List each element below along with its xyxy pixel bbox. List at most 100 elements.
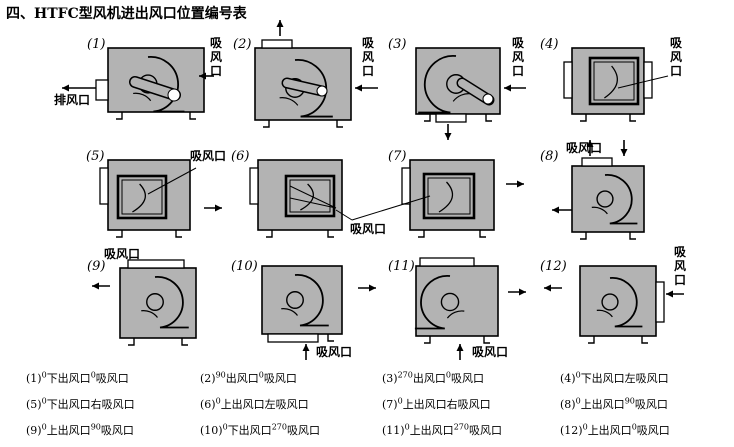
- legend-mid: 上出风口右吸风口: [402, 398, 491, 411]
- legend-prefix: (4): [560, 372, 576, 385]
- outlet-flange: [261, 39, 293, 49]
- airflow-arrow: [586, 140, 594, 156]
- legend-a: 90: [215, 370, 226, 380]
- leader-line: [351, 195, 431, 221]
- legend-prefix: (12): [560, 424, 583, 437]
- legend-b: 0: [258, 370, 264, 380]
- airflow-arrow: [62, 84, 96, 92]
- inlet-frame: [588, 56, 640, 106]
- inlet-frame: [116, 174, 168, 220]
- unit-number: (11): [388, 259, 415, 274]
- outlet-flange: [655, 281, 665, 323]
- unit-number: (1): [87, 37, 105, 52]
- airflow-arrow: [620, 140, 628, 156]
- svg-text:风: 风: [512, 50, 524, 64]
- motor-pulley: [316, 85, 328, 97]
- svg-text:口: 口: [512, 64, 524, 78]
- legend-item: (12)0上出风口0吸风口: [560, 422, 670, 438]
- legend-mid: 下出风口: [46, 372, 91, 385]
- airflow-arrow: [276, 20, 284, 36]
- fan-housing: [571, 165, 645, 233]
- legend-mid: 上出风口: [587, 424, 632, 437]
- label-suction: 吸风口: [350, 222, 386, 236]
- legend-b: 0: [631, 422, 637, 432]
- mounting-feet: [580, 114, 636, 122]
- legend-item: (8)0上出风口90吸风口: [560, 396, 668, 412]
- fan-housing: [261, 265, 343, 335]
- svg-text:口: 口: [670, 64, 682, 78]
- legend-item: (2)90出风口0吸风口: [200, 370, 297, 386]
- airflow-arrow: [199, 72, 214, 80]
- legend-a: 0: [404, 422, 410, 432]
- svg-text:风: 风: [670, 50, 682, 64]
- fan-unit-10: 吸风口(10): [231, 259, 376, 360]
- legend-prefix: (2): [200, 372, 216, 385]
- outlet-flange: [127, 259, 185, 269]
- unit-number: (2): [233, 37, 251, 52]
- svg-text:吸: 吸: [670, 36, 683, 50]
- airflow-arrow: [358, 284, 376, 292]
- volute-scroll: [609, 277, 643, 328]
- legend-a: 0: [41, 370, 47, 380]
- legend-item: (3)270出风口0吸风口: [382, 370, 484, 386]
- legend-b: 90: [90, 422, 101, 432]
- legend-mid: 下出风口右吸风口: [46, 398, 135, 411]
- legend-end: 吸风口: [100, 424, 134, 437]
- rotation-arc: [133, 92, 152, 102]
- label-suction: 吸风口: [104, 247, 140, 261]
- svg-text:吸: 吸: [674, 245, 687, 259]
- label-suction: 吸风口: [512, 36, 525, 78]
- fan-unit-9: 吸风口(9): [87, 247, 197, 346]
- mounting-feet: [580, 232, 636, 240]
- airflow-arrow: [506, 180, 524, 188]
- svg-text:风: 风: [210, 50, 222, 64]
- inlet-frame: [422, 172, 476, 220]
- svg-text:口: 口: [362, 64, 374, 78]
- motor-pulley: [167, 88, 181, 102]
- fan-unit-8: 吸风口(8): [540, 140, 645, 240]
- rotation-arc: [279, 97, 299, 106]
- legend-mid: 上出风口: [580, 398, 625, 411]
- legend-prefix: (5): [26, 398, 42, 411]
- motor-pulley: [482, 93, 494, 105]
- fan-unit-2: 吸风口(2): [233, 20, 378, 128]
- legend-b: 90: [624, 396, 635, 406]
- mounting-feet: [263, 120, 343, 128]
- legend-prefix: (9): [26, 424, 42, 437]
- legend-prefix: (11): [382, 424, 405, 437]
- volute-scroll: [414, 275, 451, 330]
- legend-item: (4)0下出风口左吸风口: [560, 370, 669, 386]
- outlet-flange: [435, 113, 467, 123]
- legend-end: 吸风口: [263, 372, 297, 385]
- mounting-feet: [128, 338, 188, 346]
- outlet-flange: [581, 157, 613, 167]
- fan-unit-12: 吸风口(12): [540, 245, 687, 344]
- legend-mid: 上出风口左吸风口: [220, 398, 309, 411]
- legend-prefix: (1): [26, 372, 42, 385]
- volute-scroll: [604, 174, 638, 225]
- svg-text:口: 口: [674, 273, 686, 287]
- rotation-arc: [591, 206, 608, 215]
- legend-mid: 下出风口: [227, 424, 272, 437]
- legend-end: 吸风口: [634, 398, 668, 411]
- legend-b: 0: [90, 370, 96, 380]
- legend-a: 0: [575, 396, 581, 406]
- inlet-curve: [604, 65, 618, 99]
- inlet-curve: [132, 183, 146, 213]
- volute-scroll: [294, 274, 329, 327]
- legend-item: (11)0上出风口270吸风口: [382, 422, 502, 438]
- svg-text:吸: 吸: [362, 36, 375, 50]
- outlet-flange: [267, 333, 319, 343]
- rotation-arc: [446, 310, 465, 319]
- airflow-arrow: [444, 124, 452, 140]
- volute-scroll: [418, 54, 457, 114]
- legend-mid: 下出风口左吸风口: [580, 372, 669, 385]
- unit-number: (10): [231, 259, 258, 274]
- airflow-arrow: [355, 84, 378, 92]
- airflow-arrow: [92, 282, 110, 290]
- mounting-feet: [266, 230, 334, 238]
- legend-b: 270: [271, 422, 287, 432]
- fan-housing: [415, 265, 499, 337]
- leader-line: [147, 167, 197, 195]
- mounting-feet: [588, 336, 648, 344]
